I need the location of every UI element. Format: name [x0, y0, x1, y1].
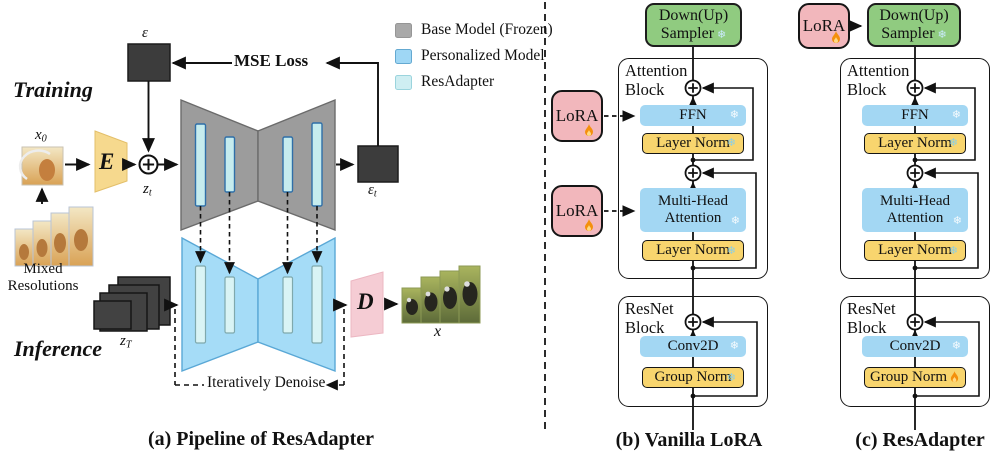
legend-swatch-gray	[395, 22, 412, 38]
snowflake-icon: ❄	[948, 136, 958, 150]
layer-norm-box-b1: Layer Norm ❄	[642, 133, 744, 154]
cat-image	[18, 146, 64, 186]
residual-add-plus	[684, 79, 702, 331]
legend-label: Base Model (Frozen)	[421, 21, 553, 38]
attention-block-b	[618, 58, 768, 279]
resnet-block-c	[840, 296, 990, 407]
snowflake-icon: ❄	[726, 370, 736, 384]
latent-stack	[93, 276, 171, 332]
lora-box-b1: LoRA	[551, 90, 603, 142]
legend-item-base-model: Base Model (Frozen)	[395, 21, 553, 39]
legend-label: ResAdapter	[421, 73, 495, 90]
panel-c-lines	[849, 20, 980, 430]
panda-image-stack	[401, 265, 481, 324]
encoder-trapezoid	[94, 130, 128, 193]
layer-norm-box-c1: Layer Norm ❄	[864, 133, 966, 154]
snowflake-icon: ❄	[729, 338, 739, 352]
noise-epsilon-box	[127, 43, 171, 82]
legend-swatch-cyan	[395, 74, 412, 90]
predicted-noise-box	[357, 145, 399, 183]
legend-swatch-blue	[395, 48, 412, 64]
sampler-line2: Sampler❄	[660, 25, 727, 42]
resadapter-bar	[311, 265, 323, 344]
adapter-share-connectors	[195, 192, 323, 275]
snowflake-icon: ❄	[952, 214, 962, 228]
layer-norm-box-c2: Layer Norm ❄	[864, 240, 966, 261]
x0-label: x0	[35, 127, 47, 145]
resadapter-bar	[194, 123, 207, 207]
attention-block-c	[840, 58, 990, 279]
down-up-sampler-c: Down(Up) Sampler❄	[867, 3, 961, 47]
group-norm-box-b: Group Norm ❄	[642, 367, 744, 388]
legend-label: Personalized Model	[421, 47, 545, 64]
snowflake-icon: ❄	[948, 243, 958, 257]
layer-norm-box-b2: Layer Norm ❄	[642, 240, 744, 261]
snowflake-icon: ❄	[937, 28, 947, 41]
denoise-loop	[174, 309, 345, 391]
add-noise-plus	[138, 154, 159, 175]
snowflake-icon: ❄	[729, 108, 739, 122]
fire-icon	[950, 371, 959, 383]
pipeline-arrows	[35, 56, 399, 312]
decoder-label: D	[357, 289, 374, 314]
frozen-unet	[180, 98, 336, 232]
lora-box-c: LoRA	[798, 3, 850, 49]
zT-label: zT	[120, 333, 132, 351]
caption-b: (b) Vanilla LoRA	[615, 429, 763, 451]
legend-item-personalized: Personalized Model	[395, 47, 545, 65]
resadapter-bar	[311, 122, 323, 207]
resadapter-bar	[282, 276, 294, 334]
down-up-sampler-b: Down(Up) Sampler❄	[645, 3, 742, 47]
conv2d-box-c: Conv2D ❄	[862, 335, 968, 357]
snowflake-icon: ❄	[717, 28, 727, 41]
panel-b-lines	[604, 47, 758, 430]
legend-item-resadapter: ResAdapter	[395, 73, 494, 91]
ffn-box-b: FFN ❄	[640, 104, 746, 126]
encoder-label: E	[99, 149, 115, 174]
caption-a: (a) Pipeline of ResAdapter	[147, 428, 375, 450]
ffn-box-c: FFN ❄	[862, 104, 968, 126]
snowflake-icon: ❄	[730, 214, 740, 228]
mixed-resolution-stack	[14, 206, 94, 267]
resadapter-bar	[224, 136, 236, 193]
caption-c: (c) ResAdapter	[855, 429, 985, 451]
group-norm-box-c: Group Norm	[864, 367, 966, 388]
conv2d-box-b: Conv2D ❄	[640, 335, 746, 357]
snowflake-icon: ❄	[951, 108, 961, 122]
x-output-label: x	[434, 323, 442, 340]
snowflake-icon: ❄	[726, 136, 736, 150]
training-label: Training	[13, 77, 93, 102]
resadapter-bar	[194, 265, 207, 344]
sampler-line2: Sampler❄	[881, 25, 947, 42]
resnet-block-b	[618, 296, 768, 407]
resadapter-bar	[224, 276, 236, 334]
lora-injection-arrows	[604, 110, 636, 217]
inference-label: Inference	[14, 336, 102, 361]
personalized-unet	[181, 236, 336, 373]
resadapter-bar	[282, 136, 294, 193]
fire-icon	[585, 124, 593, 136]
lora-box-b2: LoRA	[551, 185, 603, 237]
snowflake-icon: ❄	[726, 243, 736, 257]
mse-loss-label: MSE Loss	[234, 51, 309, 70]
fire-icon	[832, 31, 840, 43]
epsilon-label: ε	[142, 25, 148, 41]
fire-icon	[585, 219, 593, 231]
decoder-trapezoid	[350, 271, 384, 338]
zt-label: zt	[143, 181, 152, 199]
residual-add-plus	[906, 79, 924, 331]
snowflake-icon: ❄	[951, 338, 961, 352]
iteratively-denoise-label: Iteratively Denoise	[207, 374, 326, 391]
sampler-line1: Down(Up)	[879, 7, 949, 25]
sampler-line1: Down(Up)	[658, 7, 729, 25]
epsilon-t-label: εt	[368, 182, 377, 200]
